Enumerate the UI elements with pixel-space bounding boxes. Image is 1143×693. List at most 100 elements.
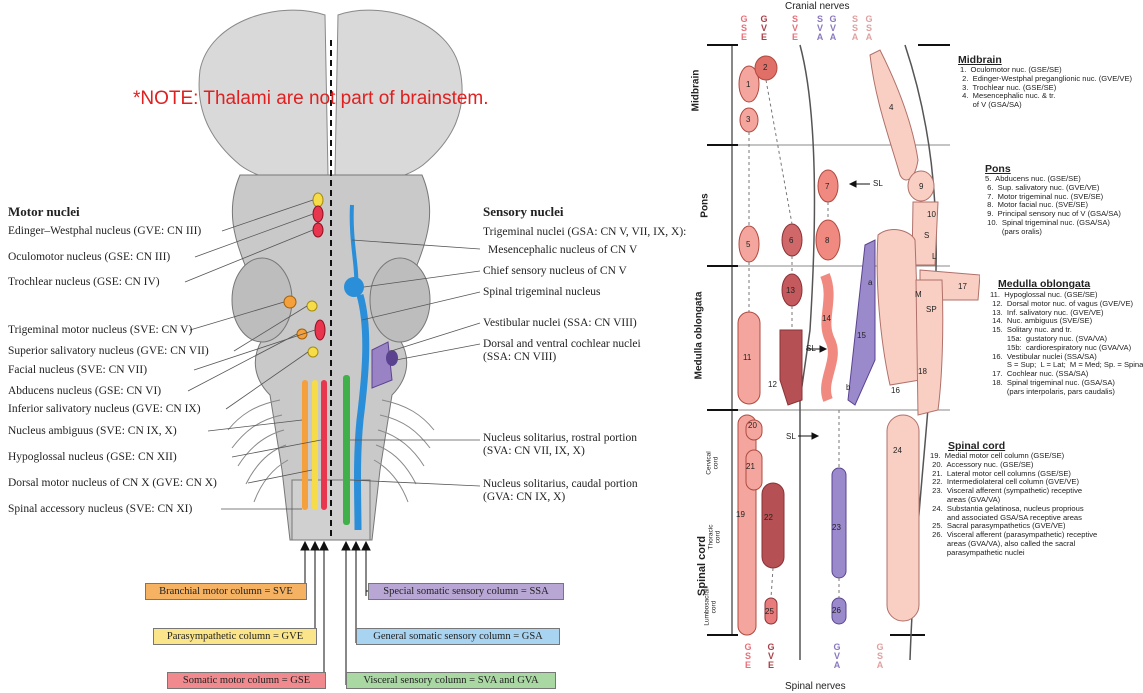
thalami-note: *NOTE: Thalami are not part of brainstem… <box>133 88 489 109</box>
region-medulla: Medulla oblongata <box>693 291 705 380</box>
nuc-8: 8 <box>825 236 830 245</box>
nuc-b: b <box>846 383 851 392</box>
nuc-11: 11 <box>743 353 752 362</box>
col-code-gva: G V A <box>829 14 837 42</box>
nuc-24: 24 <box>893 446 902 455</box>
col-code-gsa: G S A <box>865 14 873 42</box>
medulla-list: 11. Hypoglossal nuc. (GSE/SE) 12. Dorsal… <box>990 290 1143 396</box>
region-cervical: Cervical cord <box>705 451 720 475</box>
sl-label: SL <box>786 432 796 441</box>
nuc-12: 12 <box>768 380 777 389</box>
region-pons: Pons <box>699 193 711 218</box>
sensory-nuclei-heading: Sensory nuclei <box>483 204 564 219</box>
col-code-gve: G V E <box>760 14 768 42</box>
legend-ssa: Special somatic sensory column = SSA <box>368 583 564 600</box>
motor-label: Oculomotor nucleus (GSE: CN III) <box>8 251 171 263</box>
nuc-m: M <box>915 290 922 299</box>
spinal-list: 19. Medial motor cell column (GSE/SE) 20… <box>930 451 1098 557</box>
motor-label: Hypoglossal nucleus (GSE: CN XII) <box>8 451 177 463</box>
legend-gve: Parasympathetic column = GVE <box>153 628 317 645</box>
nuc-17: 17 <box>958 282 967 291</box>
nuc-4: 4 <box>889 103 894 112</box>
nuc-20: 20 <box>748 421 757 430</box>
motor-label: Abducens nucleus (GSE: CN VI) <box>8 385 162 397</box>
nuc-s: S <box>924 231 930 240</box>
spinal-nerves-title: Spinal nerves <box>785 681 846 692</box>
legend-gsa: General somatic sensory column = GSA <box>356 628 560 645</box>
sensory-label: Trigeminal nuclei (GSA: CN V, VII, IX, X… <box>483 226 687 238</box>
sensory-label: Spinal trigeminal nucleus <box>483 286 601 298</box>
nuc-14: 14 <box>822 314 831 323</box>
motor-leaders <box>184 199 322 510</box>
legend-visceral: Visceral sensory column = SVA and GVA <box>346 672 556 689</box>
nuc-22: 22 <box>764 513 773 522</box>
sensory-leaders <box>349 239 481 487</box>
midbrain-heading: Midbrain <box>958 54 1002 66</box>
nuc-5: 5 <box>746 240 751 249</box>
nuc-13: 13 <box>786 286 795 295</box>
brainstem-illustration <box>184 9 481 685</box>
col-code-gve-bottom: G V E <box>767 642 775 670</box>
sensory-label: Nucleus solitarius, caudal portion <box>483 478 638 490</box>
motor-label: Facial nucleus (SVE: CN VII) <box>8 364 148 376</box>
sensory-label: (GVA: CN IX, X) <box>483 491 566 503</box>
motor-label: Trigeminal motor nucleus (SVE: CN V) <box>8 324 193 336</box>
legend-gse: Somatic motor column = GSE <box>167 672 326 689</box>
sensory-label: Nucleus solitarius, rostral portion <box>483 432 637 444</box>
nuc-23: 23 <box>832 523 841 532</box>
nuc-6: 6 <box>789 236 794 245</box>
nuc-15: 15 <box>857 331 866 340</box>
sensory-label: Chief sensory nucleus of CN V <box>483 265 627 277</box>
nuc-sp: SP <box>926 305 937 314</box>
nuc-19: 19 <box>736 510 745 519</box>
sensory-label: (SSA: CN VIII) <box>483 351 557 363</box>
sl-label: SL <box>873 179 883 188</box>
region-spinal-cord: Spinal cord <box>695 536 708 596</box>
motor-label: Inferior salivatory nucleus (GVE: CN IX) <box>8 403 201 415</box>
pons-list: 5. Abducens nuc. (GSE/SE) 6. Sup. saliva… <box>985 174 1121 236</box>
column-schematic <box>707 44 980 661</box>
motor-label: Edinger–Westphal nucleus (GVE: CN III) <box>8 225 202 237</box>
sensory-label: (SVA: CN VII, IX, X) <box>483 445 585 457</box>
nuc-9: 9 <box>919 182 924 191</box>
motor-label: Trochlear nucleus (GSE: CN IV) <box>8 276 160 288</box>
motor-nuclei-heading: Motor nuclei <box>8 204 80 219</box>
column-arrows <box>295 540 371 685</box>
col-code-gva-bottom: G V A <box>833 642 841 670</box>
nuc-a: a <box>868 278 873 287</box>
sl-label: SL <box>806 344 816 353</box>
legend-sve: Branchial motor column = SVE <box>145 583 307 600</box>
nuc-21: 21 <box>746 462 755 471</box>
left-rootlets <box>227 399 289 503</box>
col-code-sve: S V E <box>791 14 798 42</box>
col-code-ssa: S S A <box>851 14 859 42</box>
motor-label: Dorsal motor nucleus of CN X (GVE: CN X) <box>8 477 217 489</box>
region-lumbosacral: Lumbosacral cord <box>703 588 718 626</box>
sensory-label: Vestibular nuclei (SSA: CN VIII) <box>483 317 637 329</box>
sensory-label: Mesencephalic nucleus of CN V <box>488 244 638 256</box>
sensory-label: Dorsal and ventral cochlear nuclei <box>483 338 641 350</box>
nuc-2: 2 <box>763 63 768 72</box>
midbrain-list: 1. Oculomotor nuc. (GSE/SE) 2. Edinger-W… <box>960 65 1133 110</box>
motor-label: Spinal accessory nucleus (SVE: CN XI) <box>8 503 193 515</box>
nuc-26: 26 <box>832 606 841 615</box>
nuc-25: 25 <box>765 607 774 616</box>
nuc-l: L <box>932 252 937 261</box>
region-thoracic: Thoracic cord <box>707 524 722 550</box>
nuc-3: 3 <box>746 115 751 124</box>
right-peduncle <box>369 257 431 343</box>
nuc-16: 16 <box>891 386 900 395</box>
nuc-10: 10 <box>927 210 936 219</box>
motor-label: Nucleus ambiguus (SVE: CN IX, X) <box>8 425 177 437</box>
left-peduncle <box>231 257 293 343</box>
col-code-gsa-bottom: G S A <box>876 642 884 670</box>
spinal-heading: Spinal cord <box>948 440 1006 452</box>
cranial-nerves-title: Cranial nerves <box>785 1 850 12</box>
pons-heading: Pons <box>985 163 1011 175</box>
right-rootlets <box>373 399 435 503</box>
region-midbrain: Midbrain <box>690 69 702 112</box>
col-code-gse: G S E <box>740 14 748 42</box>
nuc-18: 18 <box>918 367 927 376</box>
medulla-heading: Medulla oblongata <box>998 278 1091 290</box>
nuc-1: 1 <box>746 80 751 89</box>
